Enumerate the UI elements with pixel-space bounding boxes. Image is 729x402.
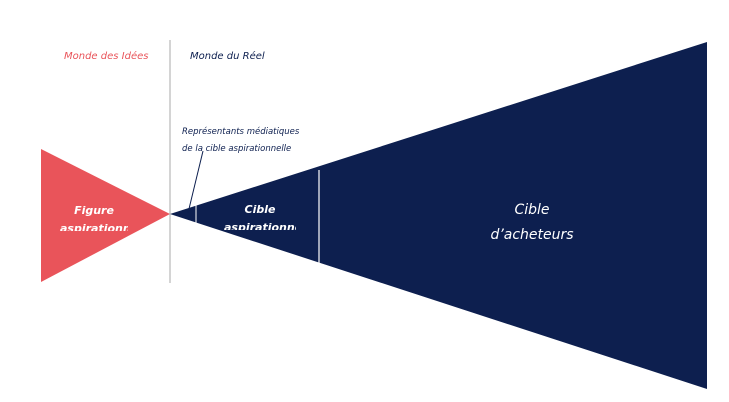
real-world-cone [170, 42, 707, 389]
figure-aspirational-triangle [41, 149, 170, 282]
label-figure-line-1: Figure [74, 204, 114, 217]
annotation-line-1: Représentants médiatiques [182, 127, 300, 137]
annotation-line-2: de la cible aspirationnelle [182, 144, 292, 154]
label-aspirational-target: Cible aspirationnelle [224, 201, 296, 230]
label-aspirational-line-2-clip: aspirationnelle [224, 219, 296, 230]
header-ideas-world: Monde des Idées [64, 51, 149, 62]
label-buyers-line-2: d’acheteurs [490, 227, 574, 239]
label-buyers-line-1: Cible [514, 202, 550, 218]
annotation-pointer [187, 150, 204, 214]
label-buyers-target: Cible d’acheteurs [452, 198, 612, 239]
label-buyers-line-2-clip: d’acheteurs [452, 223, 612, 239]
label-figure-aspirational: Figure aspirationnelle [60, 202, 128, 231]
label-aspirational-line-2: aspirationnelle [224, 221, 296, 230]
label-aspirational-line-1: Cible [244, 203, 276, 216]
header-real-world: Monde du Réel [190, 51, 265, 62]
label-figure-line-2-clip: aspirationnelle [60, 220, 128, 231]
annotation-media-representatives: Représentants médiatiques de la cible as… [182, 124, 299, 158]
label-figure-line-2: aspirationnelle [60, 222, 128, 231]
